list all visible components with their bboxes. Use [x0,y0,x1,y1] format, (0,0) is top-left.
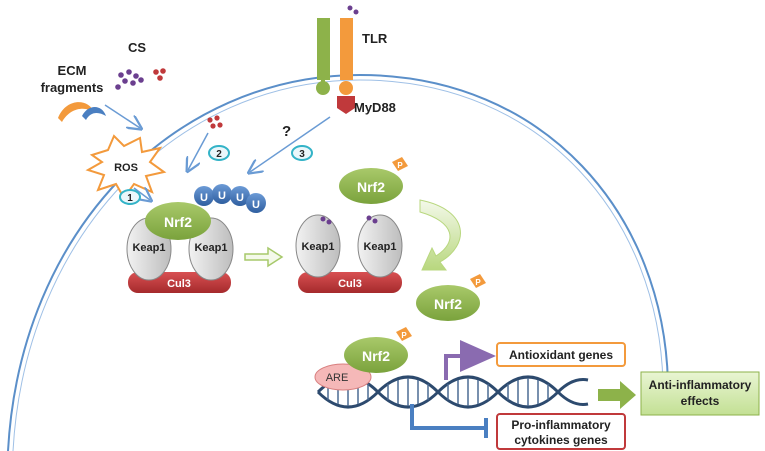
step2-arrow [188,132,209,170]
svg-text:Anti-inflammatory: Anti-inflammatory [649,378,752,392]
svg-text:U: U [218,190,226,202]
svg-text:U: U [252,199,260,211]
ros-label: ROS [114,162,138,174]
cs-red-molecules [153,68,166,81]
svg-text:Nrf2: Nrf2 [362,348,390,364]
svg-text:Keap1: Keap1 [301,241,334,253]
svg-text:cytokines genes: cytokines genes [514,433,608,447]
ubiquitin-chain: U U U U [194,184,266,213]
cs-label: CS [128,40,146,55]
keap1-right-b [357,214,403,278]
svg-text:P: P [475,278,481,287]
cs-molecules [115,69,144,90]
translocation-arrow [419,199,461,271]
svg-text:Nrf2: Nrf2 [357,179,385,195]
dna-helix [316,375,589,409]
svg-text:3: 3 [299,149,305,160]
step3-arrow [250,116,331,172]
svg-text:P: P [401,331,407,340]
cell-membrane [7,73,669,451]
nrf2-bound-are: Nrf2 P [344,327,412,373]
svg-text:U: U [200,192,208,204]
repression-arrow [410,404,488,438]
are-element [314,363,372,391]
nrf2-phosphorylated-top: Nrf2 P [339,157,408,204]
svg-text:Cul3: Cul3 [338,278,362,290]
effect-arrow [598,381,636,409]
proinflammatory-genes-box: Pro-inflammatory cytokines genes [496,413,626,450]
nrf2-phosphorylated-middle: Nrf2 P [416,274,486,321]
svg-text:2: 2 [216,149,222,160]
step3-badge: 3 [291,145,313,161]
are-label: ARE [326,372,349,384]
svg-text:Keap1: Keap1 [194,242,227,254]
svg-text:U: U [236,192,244,204]
svg-text:P: P [397,161,403,170]
svg-text:Pro-inflammatory: Pro-inflammatory [511,418,611,432]
ecm-fragment-icon [58,102,106,122]
left-keap1-complex: Cul3 Keap1 Keap1 Nrf2 U U U U [126,184,266,293]
cs-red-molecules-inner [207,115,223,129]
step1-badge: 1 [119,189,141,205]
antioxidant-genes-box: Antioxidant genes [496,342,626,367]
ecm-label: ECM [58,63,87,78]
svg-text:Keap1: Keap1 [132,242,165,254]
cul3-right [298,272,402,293]
step2-badge: 2 [208,145,230,161]
svg-text:Keap1: Keap1 [363,241,396,253]
keap1-right-a [295,214,341,278]
tlr-label: TLR [362,31,388,46]
svg-text:1: 1 [127,193,133,204]
ecm-label-line2: fragments [41,80,104,95]
ros-burst [85,134,167,200]
tlr-receptor [316,5,359,114]
svg-text:Antioxidant genes: Antioxidant genes [509,348,613,362]
nrf2-left [145,202,211,240]
myd88-label: MyD88 [354,100,396,115]
right-keap1-complex: Cul3 Keap1 Keap1 [295,214,403,293]
activation-arrow [444,340,496,380]
release-arrow [244,246,284,268]
svg-text:Nrf2: Nrf2 [164,214,192,230]
ros-to-complex-arrow [133,188,150,200]
svg-text:Nrf2: Nrf2 [434,296,462,312]
svg-text:effects: effects [681,394,720,408]
anti-inflammatory-effects-box: Anti-inflammatory effects [640,371,760,416]
svg-text:Cul3: Cul3 [167,278,191,290]
step1-arrow [104,104,140,128]
question-mark: ? [282,123,291,140]
